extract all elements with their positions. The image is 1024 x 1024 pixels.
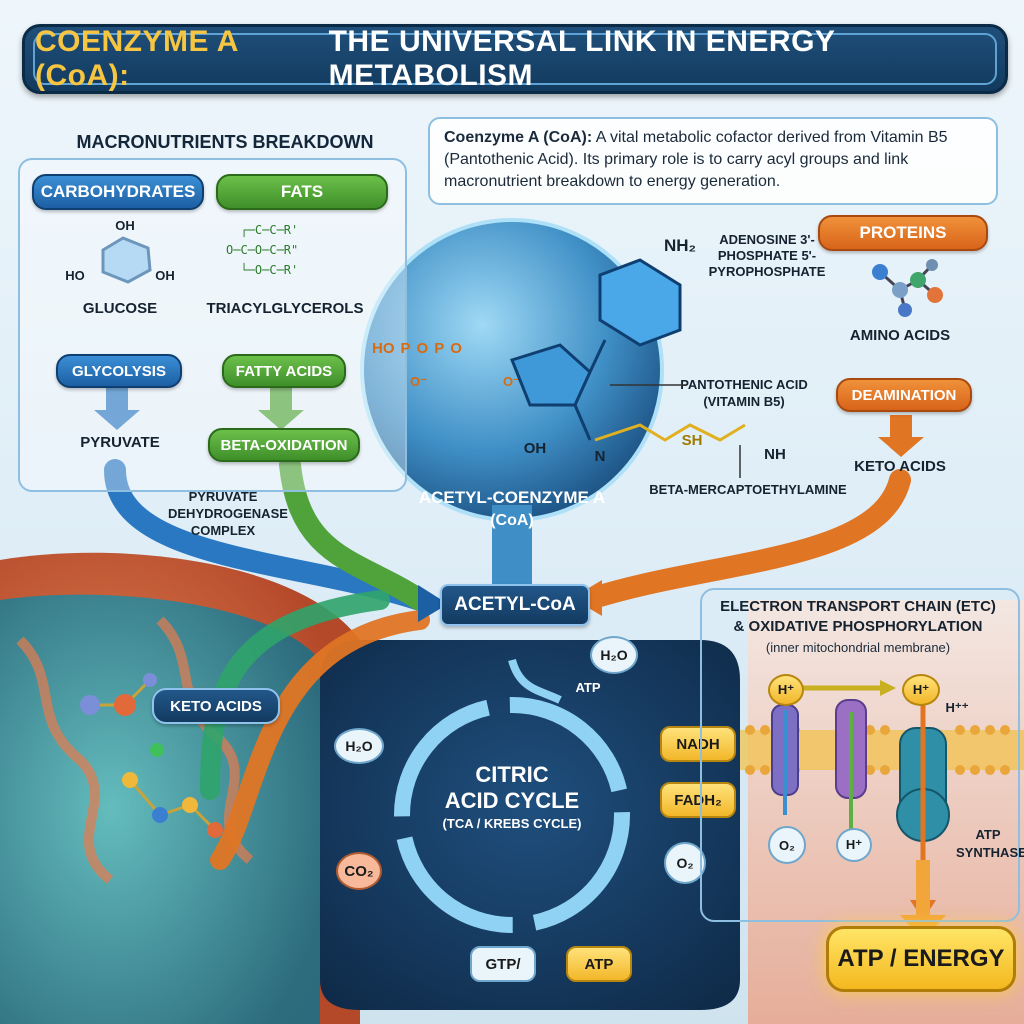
- h2o-left-bubble: H₂O: [334, 728, 384, 764]
- fadh2-chip: FADH₂: [660, 782, 736, 818]
- coa-sub-label: (CoA): [490, 512, 534, 529]
- h2o-top-bubble: H₂O: [590, 636, 638, 674]
- phosphorus-1: P: [400, 340, 411, 357]
- o-minus-2: O⁻: [503, 374, 520, 389]
- deamination-pill: DEAMINATION: [836, 378, 972, 412]
- coa-definition-callout: Coenzyme A (CoA): A vital metabolic cofa…: [428, 117, 998, 205]
- thiol-sh: SH: [681, 432, 703, 449]
- cycle-ring: [394, 697, 630, 933]
- pantothenic-acid-label: PANTOTHENIC ACID (VITAMIN B5): [680, 377, 808, 409]
- phosphorus-2: P: [434, 340, 445, 357]
- amide-n: N: [594, 448, 606, 465]
- nh2-label: NH₂: [663, 236, 697, 255]
- glucose-label: GLUCOSE: [82, 300, 158, 317]
- adenosine-label: ADENOSINE 3'-PHOSPHATE 5'-PYROPHOSPHATE: [708, 232, 826, 279]
- cycle-title-2: ACID CYCLE: [444, 788, 580, 813]
- h-plus-1: H⁺: [768, 674, 804, 706]
- mercaptoethylamine-label: BETA-MERCAPTOETHYLAMINE: [649, 482, 847, 497]
- amino-acids-label: AMINO ACIDS: [849, 327, 951, 344]
- glucose-ho-left: HO: [65, 268, 85, 283]
- keto-acids-right-label: KETO ACIDS: [854, 458, 946, 475]
- callout-term: Coenzyme A (CoA):: [444, 129, 593, 146]
- oxygen-1: O: [416, 340, 429, 357]
- etc-region: [748, 600, 1024, 1024]
- title-banner: COENZYME A (CoA): THE UNIVERSAL LINK IN …: [22, 24, 1008, 94]
- pdh-complex-label: PYRUVATE DEHYDROGENASE COMPLEX: [168, 489, 288, 538]
- h-plus-2: H⁺: [902, 674, 940, 706]
- atp-bottom-chip: ATP: [566, 946, 632, 982]
- phosphate-group: HO P O P O: [372, 340, 522, 370]
- cycle-subtitle: (TCA / KREBS CYCLE): [442, 816, 582, 831]
- triacylglycerol-structure: ┌─C─C─R'O─C─O─C─R" └─O─C─R': [226, 223, 299, 277]
- gtp-chip: GTP/: [470, 946, 536, 982]
- pyruvate-label: PYRUVATE: [80, 434, 160, 451]
- phosphate-charges: O⁻ O⁻: [410, 374, 520, 390]
- cycle-title-1: CITRIC: [475, 762, 549, 787]
- glucose-oh-top: OH: [115, 218, 135, 233]
- acetyl-coa-hub: ACETYL-CoA: [440, 584, 590, 626]
- callout-text: A vital metabolic cofactor derived from …: [444, 129, 948, 190]
- keto-acids-left-pill: KETO ACIDS: [152, 688, 280, 724]
- o-minus-1: O⁻: [410, 374, 427, 389]
- carbohydrates-pill: CARBOHYDRATES: [32, 174, 204, 210]
- glucose-oh-right: OH: [155, 268, 175, 283]
- beta-oxidation-pill: BETA-OXIDATION: [208, 428, 360, 462]
- glycolysis-pill: GLYCOLYSIS: [56, 354, 182, 388]
- h-plus-4: H⁺: [836, 828, 872, 862]
- oxygen-2: O: [450, 340, 462, 357]
- ho-label: HO: [372, 340, 395, 357]
- fats-pill: FATS: [216, 174, 388, 210]
- title-text: THE UNIVERSAL LINK IN ENERGY METABOLISM: [328, 25, 835, 92]
- atp-synthase-label: ATP SYNTHASE: [956, 827, 1024, 860]
- etc-panel: [700, 588, 1020, 922]
- co2-bubble: CO₂: [336, 852, 382, 890]
- acetyl-coenzyme-a-label: ACETYL-COENZYME A: [418, 488, 606, 507]
- fatty-acids-pill: FATTY ACIDS: [222, 354, 346, 388]
- title-highlight: COENZYME A (CoA):: [35, 25, 238, 92]
- atp-top-label: ATP: [575, 680, 601, 695]
- cycle-region: [320, 640, 740, 1010]
- proteins-pill: PROTEINS: [818, 215, 988, 251]
- ribose-oh: OH: [523, 440, 547, 457]
- triacylglycerols-label: TRIACYLGLYCEROLS: [206, 300, 364, 317]
- etc-subtitle: (inner mitochondrial membrane): [765, 640, 951, 655]
- o2-etc-bubble: O₂: [768, 826, 806, 864]
- etc-title-2: & OXIDATIVE PHOSPHORYLATION: [733, 618, 983, 635]
- terminal-nh: NH: [764, 446, 786, 463]
- macro-heading: MACRONUTRIENTS BREAKDOWN: [76, 132, 374, 152]
- o2-cycle-bubble: O₂: [664, 842, 706, 884]
- h-plus-3: H⁺⁺: [945, 700, 969, 715]
- nadh-chip: NADH: [660, 726, 736, 762]
- etc-title-1: ELECTRON TRANSPORT CHAIN (ETC): [720, 598, 996, 615]
- atp-energy-badge: ATP / ENERGY: [826, 926, 1016, 992]
